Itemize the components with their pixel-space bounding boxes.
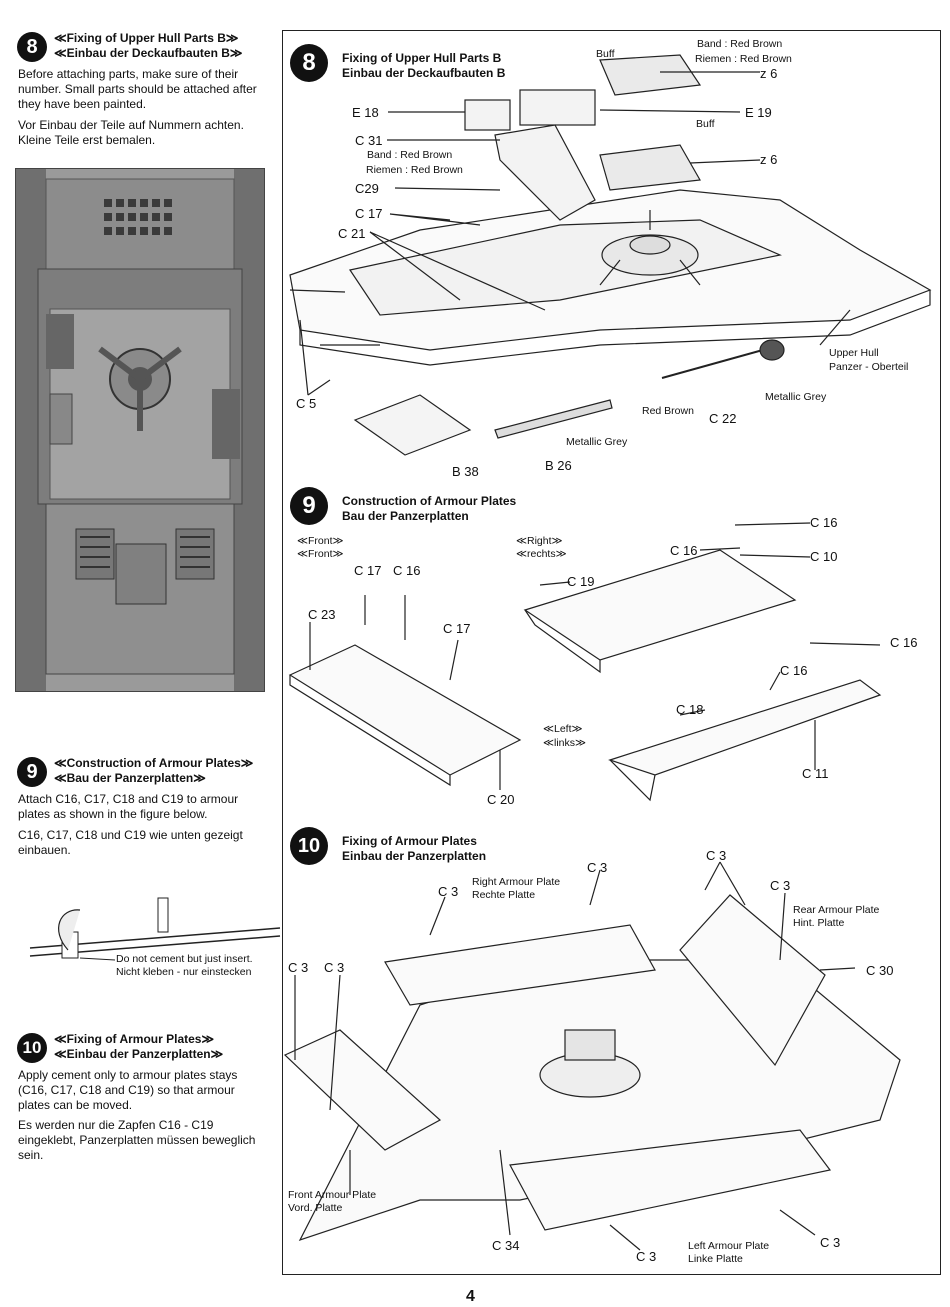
label-metallic-grey-1: Metallic Grey — [765, 391, 827, 403]
step9-diagram-title-de: Bau der Panzerplatten — [342, 509, 469, 523]
label-c22: C 22 — [709, 411, 737, 426]
step9-badge: 9 — [17, 757, 47, 787]
label-c31: C 31 — [355, 133, 383, 148]
label-left-armour-plate-de: Linke Platte — [688, 1253, 743, 1265]
label-c3-e: C 3 — [288, 960, 309, 975]
label-c17-b: C 17 — [443, 621, 471, 636]
label-c16-b: C 16 — [670, 543, 698, 558]
label-upper-hull-en: Upper Hull — [829, 347, 879, 359]
step9-diagram-badge: 9 — [290, 487, 328, 525]
step10-diagram-title-en: Fixing of Armour Plates — [342, 834, 477, 848]
label-c3-c: C 3 — [438, 884, 459, 899]
label-c17-a: C 17 — [354, 563, 382, 578]
hull-photo — [15, 168, 265, 692]
label-c3-g: C 3 — [636, 1249, 657, 1264]
label-c29: C29 — [355, 181, 379, 196]
label-c23: C 23 — [308, 607, 336, 622]
label-c3-a: C 3 — [706, 848, 727, 863]
label-c34: C 34 — [492, 1238, 520, 1253]
label-upper-hull-de: Panzer - Oberteil — [829, 361, 909, 373]
label-e19: E 19 — [745, 105, 772, 120]
label-c20: C 20 — [487, 792, 515, 807]
label-front-de: ≪Front≫ — [297, 548, 344, 560]
instruction-frame — [282, 30, 941, 1275]
step8-paragraph-en: Before attaching parts, make sure of the… — [18, 67, 257, 111]
step8-diagram-title-de: Einbau der Deckaufbauten B — [342, 66, 506, 80]
step9-note-de: Nicht kleben - nur einstecken — [116, 966, 252, 978]
step8-title-en: ≪Fixing of Upper Hull Parts B≫ — [54, 31, 239, 45]
label-rear-armour-plate-en: Rear Armour Plate — [793, 904, 880, 916]
label-c18: C 18 — [676, 702, 704, 717]
label-riemen-red-brown-2: Riemen : Red Brown — [366, 164, 463, 176]
page-number: 4 — [466, 1288, 475, 1305]
step10-diagram-title-de: Einbau der Panzerplatten — [342, 849, 487, 863]
step10-diagram-badge: 10 — [290, 827, 328, 865]
label-e18: E 18 — [352, 105, 379, 120]
label-left-de: ≪links≫ — [543, 737, 586, 749]
label-right-armour-plate-de: Rechte Platte — [472, 889, 536, 901]
label-c3-h: C 3 — [820, 1235, 841, 1250]
step9-note-en: Do not cement but just insert. — [116, 953, 253, 965]
label-band-red-brown-1: Band : Red Brown — [697, 38, 783, 50]
step10-paragraph-en: Apply cement only to armour plates stays… — [18, 1068, 238, 1112]
step8-paragraph-de: Vor Einbau der Teile auf Nummern achten.… — [18, 118, 244, 147]
step10-title-de: ≪Einbau der Panzerplatten≫ — [54, 1047, 224, 1061]
label-c21: C 21 — [338, 226, 366, 241]
step9-diagram-title-en: Construction of Armour Plates — [342, 494, 517, 508]
step8-diagram-title-en: Fixing of Upper Hull Parts B — [342, 51, 502, 65]
label-front-armour-plate-en: Front Armour Plate — [288, 1189, 377, 1201]
label-buff-1: Buff — [596, 48, 615, 60]
label-right-armour-plate-en: Right Armour Plate — [472, 876, 561, 888]
label-c3-d: C 3 — [770, 878, 791, 893]
label-z6-b: z 6 — [760, 152, 778, 167]
step9-paragraph-de: C16, C17, C18 und C19 wie unten gezeigt … — [18, 828, 243, 857]
label-c3-b: C 3 — [587, 860, 608, 875]
step10-title-en: ≪Fixing of Armour Plates≫ — [54, 1032, 215, 1046]
step8-diagram-badge: 8 — [290, 44, 328, 82]
label-left-armour-plate-en: Left Armour Plate — [688, 1240, 770, 1252]
label-left-en: ≪Left≫ — [543, 723, 583, 735]
label-front-armour-plate-de: Vord. Platte — [288, 1202, 343, 1214]
label-band-red-brown-2: Band : Red Brown — [367, 149, 453, 161]
step8-badge: 8 — [17, 32, 47, 62]
label-right-en: ≪Right≫ — [516, 535, 563, 547]
step8-title-de: ≪Einbau der Deckaufbauten B≫ — [54, 46, 243, 60]
stay-insert-diagram — [29, 897, 281, 961]
step10-badge: 10 — [17, 1033, 47, 1063]
label-c10: C 10 — [810, 549, 838, 564]
label-c19: C 19 — [567, 574, 595, 589]
step10-paragraph-de: Es werden nur die Zapfen C16 - C19 einge… — [18, 1118, 256, 1162]
label-c16-d: C 16 — [890, 635, 918, 650]
label-rear-armour-plate-de: Hint. Platte — [793, 917, 845, 929]
label-c5: C 5 — [296, 396, 317, 411]
label-c16-c: C 16 — [393, 563, 421, 578]
step9-title-de: ≪Bau der Panzerplatten≫ — [54, 771, 206, 785]
label-front-en: ≪Front≫ — [297, 535, 344, 547]
label-c16-e: C 16 — [780, 663, 808, 678]
label-c17: C 17 — [355, 206, 383, 221]
label-c11: C 11 — [802, 766, 829, 781]
label-red-brown: Red Brown — [642, 405, 694, 417]
label-buff-2: Buff — [696, 118, 715, 130]
label-z6-a: z 6 — [760, 66, 778, 81]
label-metallic-grey-2: Metallic Grey — [566, 436, 628, 448]
label-b26: B 26 — [545, 458, 572, 473]
step9-paragraph-en: Attach C16, C17, C18 and C19 to armour p… — [18, 792, 239, 821]
label-c30: C 30 — [866, 963, 894, 978]
label-b38: B 38 — [452, 464, 479, 479]
step9-title-en: ≪Construction of Armour Plates≫ — [54, 756, 254, 770]
label-riemen-red-brown-1: Riemen : Red Brown — [695, 53, 792, 65]
label-right-de: ≪rechts≫ — [516, 548, 567, 560]
label-c3-f: C 3 — [324, 960, 345, 975]
label-c16-a: C 16 — [810, 515, 838, 530]
